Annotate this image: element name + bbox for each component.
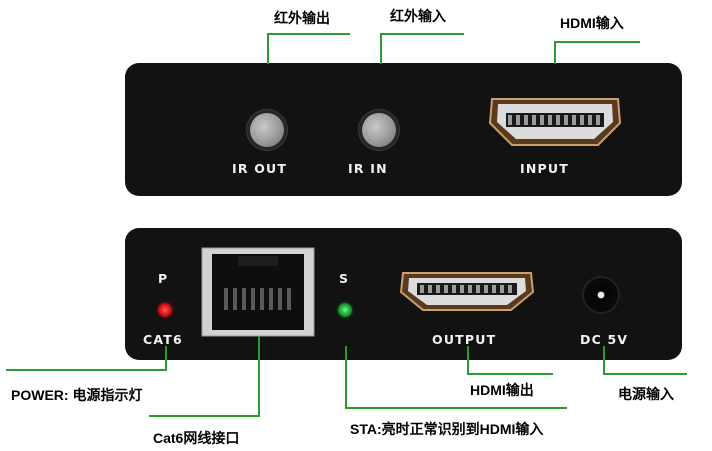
dc-in-leader-vertical xyxy=(603,346,605,374)
hdmi-out-callout: HDMI输出 xyxy=(470,382,534,398)
hdmi-in-leader-vertical xyxy=(554,42,556,64)
dc-in-callout: 电源输入 xyxy=(618,386,674,402)
hdmi-in-callout: HDMI输入 xyxy=(560,15,624,31)
hdmi-input-port-icon xyxy=(488,98,622,146)
status-led-label: S xyxy=(339,271,350,286)
cat6-callout: Cat6网线接口 xyxy=(153,430,240,446)
power-led-label: P xyxy=(158,271,169,286)
ir-in-label: IR IN xyxy=(348,161,388,176)
hdmi-in-leader-horizontal xyxy=(554,41,640,43)
power-led-icon xyxy=(158,303,172,317)
sta-leader-vertical xyxy=(345,346,347,408)
dc-barrel-jack-icon xyxy=(584,278,618,312)
ir-in-leader-vertical xyxy=(380,34,382,64)
ir-out-jack-icon xyxy=(250,113,284,147)
power-leader-vertical xyxy=(165,346,167,370)
ir-in-leader-horizontal xyxy=(380,33,464,35)
hdmi-out-leader-horizontal xyxy=(467,373,553,375)
output-label: OUTPUT xyxy=(432,332,497,347)
ir-out-callout: 红外输出 xyxy=(274,10,330,26)
cat6-label: CAT6 xyxy=(143,332,183,347)
ir-in-jack-icon xyxy=(362,113,396,147)
power-callout: POWER: 电源指示灯 xyxy=(11,387,143,403)
sta-callout: STA:亮时正常识别到HDMI输入 xyxy=(350,421,544,437)
ir-out-label: IR OUT xyxy=(232,161,288,176)
status-led-icon xyxy=(338,303,352,317)
cat6-leader-horizontal xyxy=(149,415,260,417)
rj45-port-icon xyxy=(201,247,315,337)
ir-in-callout: 红外输入 xyxy=(390,8,446,24)
ir-out-leader-vertical xyxy=(267,34,269,64)
dc-label: DC 5V xyxy=(580,332,629,347)
cat6-leader-vertical xyxy=(258,336,260,416)
hdmi-output-port-icon xyxy=(399,272,535,311)
ir-out-leader-horizontal xyxy=(267,33,350,35)
dc-in-leader-horizontal xyxy=(603,373,687,375)
hdmi-out-leader-vertical xyxy=(467,346,469,374)
power-leader-horizontal xyxy=(6,369,167,371)
input-label: INPUT xyxy=(520,161,569,176)
sta-leader-horizontal xyxy=(345,407,567,409)
